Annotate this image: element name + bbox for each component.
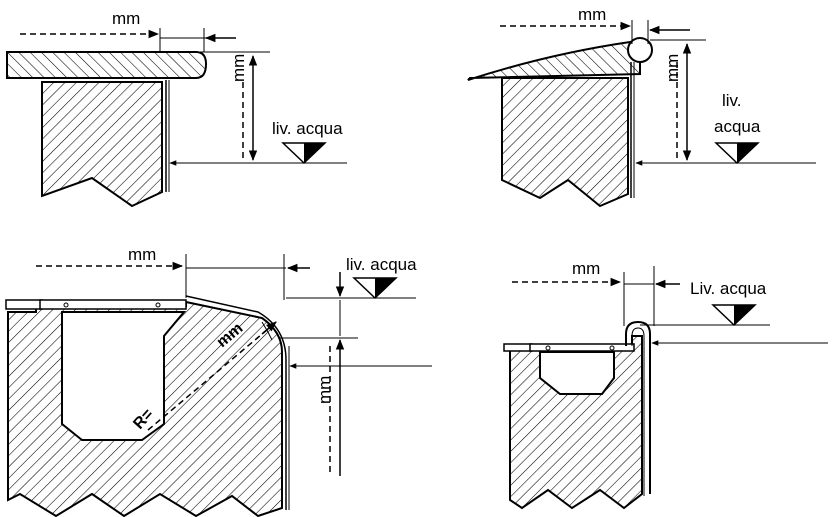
skimmer-channel [61, 311, 187, 441]
panel-bottom-right: mm Liv. acqua [503, 259, 828, 510]
coping-curved [467, 38, 641, 81]
water-level-label-line1: liv. [722, 91, 742, 110]
water-level-label: liv. acqua [272, 119, 343, 138]
coping-bullnose [627, 37, 653, 63]
wall-block [41, 81, 163, 208]
skimmer-channel [539, 351, 615, 395]
dim-vertical-label: mm [315, 376, 334, 404]
dim-vertical-label: mm [663, 54, 682, 82]
panel-bottom-left: mm mm liv. acqua R= mm [5, 245, 432, 517]
panel-top-right: mm mm liv. acqua [467, 5, 816, 208]
water-level-label: Liv. acqua [690, 279, 767, 298]
panel-top-left: mm mm liv. acqua [6, 9, 347, 208]
bullnose-liner [625, 320, 651, 494]
dim-horizontal-label: mm [578, 5, 606, 24]
dim-vertical-label: mm [229, 54, 248, 82]
wall-block [501, 77, 629, 208]
dim-horizontal-label: mm [572, 259, 600, 278]
deck-plate-left [503, 343, 533, 352]
deck-plate-right [39, 299, 187, 310]
water-level-label: liv. acqua [346, 255, 417, 274]
deck-plate-left [5, 299, 43, 310]
deck-plate-right [529, 343, 635, 352]
water-level-label-line2: acqua [714, 117, 761, 136]
dim-horizontal-label: mm [112, 9, 140, 28]
dim-horizontal-label: mm [128, 245, 156, 264]
coping-slab [6, 51, 208, 79]
